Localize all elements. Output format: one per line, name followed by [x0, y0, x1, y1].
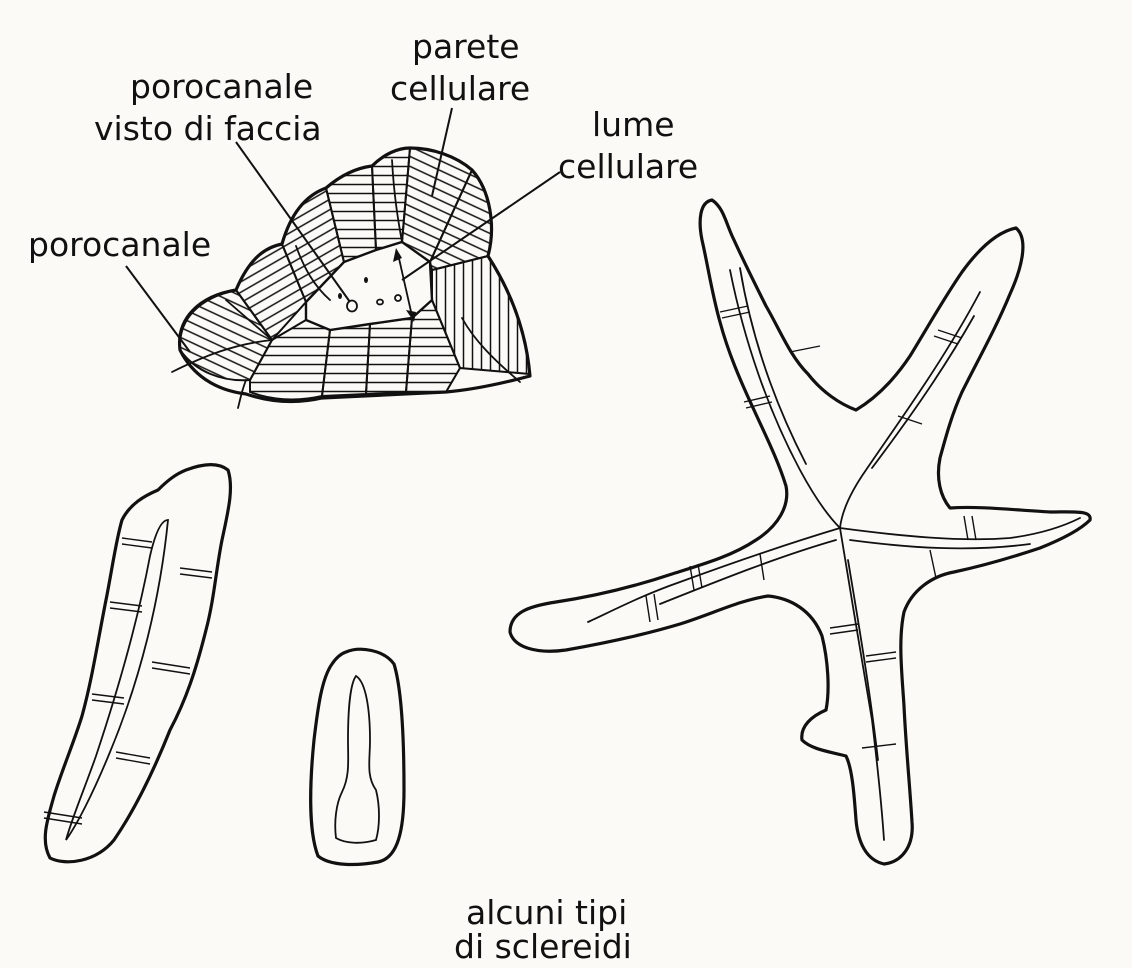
pit-face — [394, 294, 402, 302]
label-cellulare-wall: cellulare — [390, 69, 531, 108]
wall-segment — [320, 322, 372, 398]
cell-outline — [508, 198, 1092, 866]
pore-canals — [43, 537, 213, 825]
lumen-arrow-head — [393, 248, 416, 322]
pore-canal — [225, 299, 273, 341]
pore-canal — [295, 245, 331, 301]
label-cellulare-lumen: cellulare — [558, 147, 699, 186]
leader-visto-di-faccia — [235, 141, 351, 303]
caption-line-2: di sclereidi — [454, 927, 632, 966]
pit-face — [376, 298, 384, 306]
cell-lumen — [334, 674, 380, 844]
label-porocanale: porocanale — [28, 225, 212, 264]
pit-face — [364, 277, 368, 283]
pit-face — [338, 293, 342, 299]
cell-lumen — [65, 519, 169, 841]
pore-canal — [171, 339, 273, 373]
sclereid-cross-section — [125, 107, 561, 409]
label-lume: lume — [592, 105, 675, 144]
cell-outline — [309, 647, 406, 867]
label-porocanale-face-1: porocanale — [130, 67, 314, 106]
lumen-canals — [587, 267, 1081, 841]
pit-face — [346, 299, 358, 313]
pore-canals — [645, 305, 977, 749]
sclereid-elongated — [43, 463, 233, 864]
sclereid-star — [508, 198, 1092, 866]
cell-outline — [43, 463, 233, 864]
leader-lume — [401, 171, 561, 281]
leader-porocanale — [125, 265, 191, 353]
sclereid-oblong — [309, 647, 406, 867]
pore-canal — [391, 159, 403, 243]
wall-segment — [364, 316, 414, 396]
pore-canal — [237, 379, 247, 409]
label-porocanale-face-2: visto di faccia — [94, 109, 322, 148]
caption-line-1: alcuni tipi — [466, 893, 628, 932]
leader-parete — [431, 107, 453, 197]
lumen-arrow — [397, 253, 413, 317]
cell-outline — [177, 146, 532, 404]
pore-canal — [461, 317, 521, 383]
label-parete: parete — [412, 27, 520, 66]
